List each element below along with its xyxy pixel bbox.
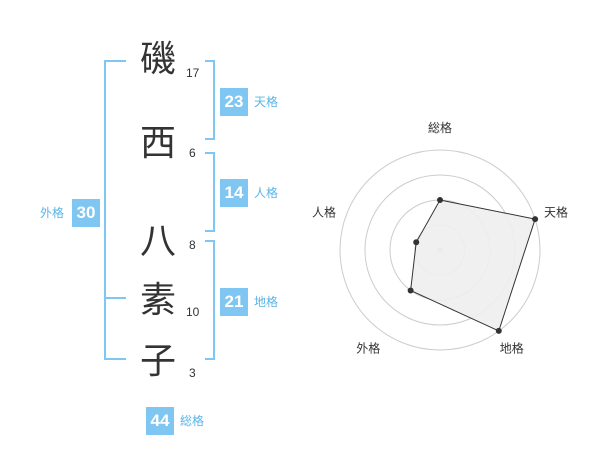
stroke-count-4: 10 <box>186 305 200 319</box>
tenkaku-label: 天格 <box>254 95 279 109</box>
stroke-count-5: 3 <box>189 366 196 380</box>
soukaku-value: 44 <box>146 407 174 435</box>
radar-polygon <box>410 199 536 332</box>
tenkaku-bracket <box>205 60 215 140</box>
radar-axis-label-0: 総格 <box>428 120 452 135</box>
gaikaku-value: 30 <box>72 199 100 227</box>
jinkaku-label: 人格 <box>254 186 279 200</box>
gaikaku-label: 外格 <box>40 206 65 220</box>
chikaku-label: 地格 <box>254 295 279 309</box>
gaikaku-bracket <box>104 60 126 360</box>
jinkaku-bracket <box>205 152 215 232</box>
radar-point-0 <box>437 197 443 203</box>
name-char-2: 西 <box>140 123 177 164</box>
name-char-3: 八 <box>140 221 177 262</box>
name-char-5: 子 <box>140 341 177 382</box>
chikaku-value: 21 <box>220 288 248 316</box>
stroke-count-1: 17 <box>186 66 200 80</box>
soukaku-label: 総格 <box>180 414 205 428</box>
radar-point-3 <box>407 287 414 294</box>
tenkaku-value: 23 <box>220 88 248 116</box>
radar-axis-label-2: 地格 <box>500 341 524 356</box>
radar-point-4 <box>413 239 420 246</box>
radar-ring-4 <box>339 149 541 351</box>
name-char-1: 磯 <box>140 39 177 80</box>
radar-axis-label-1: 天格 <box>544 204 568 219</box>
radar-point-2 <box>495 327 502 334</box>
radar-axis-label-3: 外格 <box>356 341 380 356</box>
chikaku-bracket <box>205 240 215 360</box>
radar-point-1 <box>532 216 539 223</box>
jinkaku-value: 14 <box>220 179 248 207</box>
radar-axis-label-4: 人格 <box>312 204 336 219</box>
stroke-count-3: 8 <box>189 238 196 252</box>
gaikaku-bracket-tick <box>104 297 126 299</box>
name-char-4: 素 <box>140 280 177 321</box>
stroke-count-2: 6 <box>189 146 196 160</box>
